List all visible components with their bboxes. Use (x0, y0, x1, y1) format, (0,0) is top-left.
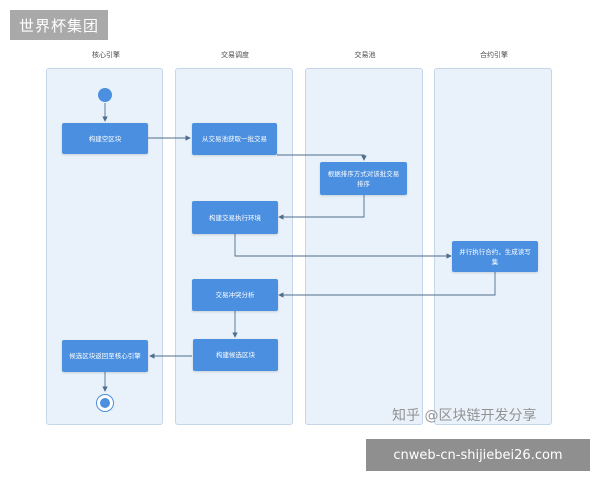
zhihu-watermark: 知乎 @区块链开发分享 (392, 408, 537, 424)
edge-exec-env-to-parallel (234, 234, 452, 259)
flow-start-icon (98, 88, 112, 102)
node-build-empty-block: 构建空区块 (62, 123, 148, 154)
brand-watermark: 世界杯集团 (10, 10, 108, 40)
edge-fetch-to-sort (277, 154, 367, 161)
node-build-candidate: 构建候选区块 (193, 339, 278, 371)
flow-end-icon (96, 394, 114, 412)
lane-tx-pool (305, 68, 423, 425)
lane-title-contract-engine: 合约引擎 (480, 51, 508, 59)
node-sort-batch: 根据排序方式对该批交易排序 (320, 162, 407, 195)
lane-title-core-engine: 核心引擎 (92, 51, 120, 59)
node-fetch-batch: 从交易池获取一批交易 (192, 123, 277, 155)
source-url-banner: cnweb-cn-shijiebei26.com (366, 439, 590, 471)
node-parallel-exec: 并行执行合约，生成读写集 (452, 241, 538, 272)
edge-sort-to-exec-env (278, 195, 365, 220)
node-return-candidate: 候选区块返回至核心引擎 (62, 340, 148, 372)
edge-parallel-to-conflict (278, 272, 496, 298)
node-build-exec-env: 构建交易执行环境 (192, 201, 278, 234)
lane-title-tx-scheduler: 交易调度 (221, 51, 249, 59)
node-conflict-analysis: 交易冲突分析 (192, 279, 278, 311)
lane-title-tx-pool: 交易池 (354, 51, 376, 59)
